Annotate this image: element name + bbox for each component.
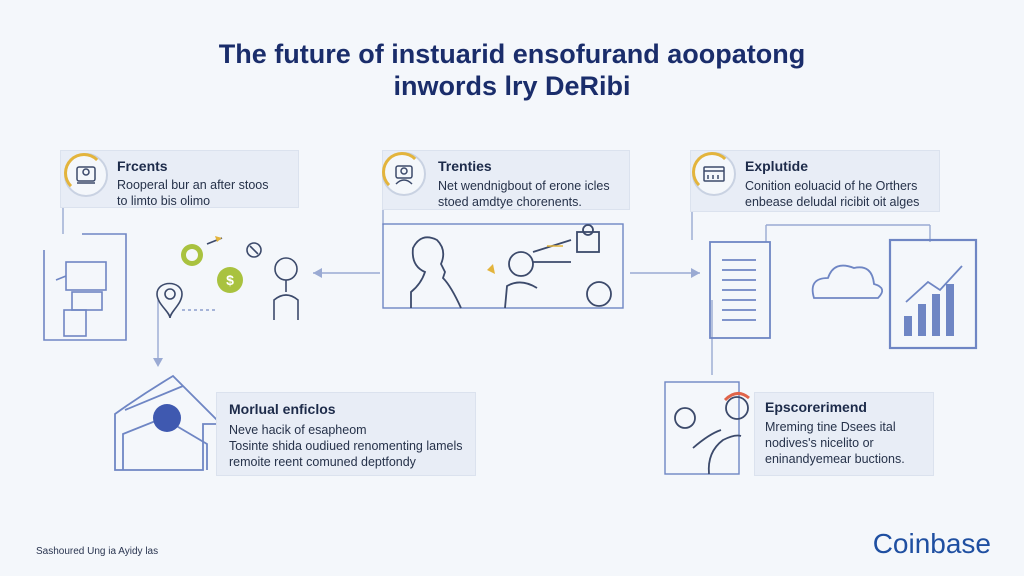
- card-explutide-body-line: enbease deludal ricibit oit alges: [745, 195, 920, 209]
- card-epscorerimend-heading: Epscorerimend: [765, 399, 867, 415]
- person-avatar-icon: [274, 257, 298, 281]
- card-epscorerimend: Epscorerimend Mreming tine Dsees ital no…: [754, 392, 934, 476]
- card-morlual: Morlual enficlos Neve hacik of esapheom …: [216, 392, 476, 476]
- brand-logo: Coinbase: [872, 528, 991, 559]
- cloud-icon: [811, 264, 884, 299]
- card-trenties-body-line: stoed amdtye chorenents.: [438, 195, 582, 209]
- card-explutide-heading: Explutide: [745, 158, 809, 174]
- house-icon: [114, 374, 224, 471]
- bar-chart-icon: [888, 238, 978, 350]
- card-frcents-heading: Frcents: [117, 158, 168, 174]
- svg-text:$: $: [226, 272, 234, 288]
- footer-caption: Sashoured Ung ia Ayidy las: [36, 546, 159, 557]
- card-trenties-heading: Trenties: [438, 158, 492, 174]
- card-frcents-body-line: Rooperal bur an after stoos: [117, 178, 269, 192]
- card-trenties-body: Net wendnigbout of erone icles stoed amd…: [438, 178, 610, 210]
- person-desk-icon: [64, 153, 108, 197]
- card-epscorerimend-body: Mreming tine Dsees ital nodives's niceli…: [765, 419, 905, 467]
- card-epscorerimend-body-line: nodives's nicelito or: [765, 436, 874, 450]
- card-morlual-body-line: Tosinte shida oudiued renomenting lamels: [229, 439, 463, 453]
- card-morlual-heading: Morlual enficlos: [229, 401, 336, 417]
- card-morlual-body-line: Neve hacik of esapheom: [229, 423, 367, 437]
- card-explutide: Explutide Conition eoluacid of he Orther…: [690, 150, 940, 212]
- card-frcents-body-line: to limto bis olimo: [117, 194, 211, 208]
- right-illustration: [709, 238, 978, 350]
- middle-illustration: [382, 223, 624, 309]
- browser-window-icon: [692, 152, 736, 196]
- person-hand-icon: [664, 381, 750, 475]
- card-epscorerimend-body-line: Mreming tine Dsees ital: [765, 420, 896, 434]
- person-profile-icon: [382, 152, 426, 196]
- location-pin-icon: [156, 282, 183, 319]
- card-morlual-body-line: remoite reent comuned deptfondy: [229, 455, 416, 469]
- left-illustration: $: [43, 233, 299, 341]
- title-line-2: inwords lry DeRibi: [393, 71, 631, 101]
- document-list-icon: [709, 241, 771, 339]
- dollar-coin-icon: [217, 267, 243, 293]
- card-frcents-body: Rooperal bur an after stoos to limto bis…: [117, 177, 268, 209]
- page-title: The future of instuarid ensofurand aoopa…: [0, 38, 1024, 102]
- title-line-1: The future of instuarid ensofurand aoopa…: [218, 39, 806, 69]
- card-explutide-body-line: Conition eoluacid of he Orthers: [745, 179, 918, 193]
- card-frcents: Frcents Rooperal bur an after stoos to l…: [60, 150, 299, 208]
- card-epscorerimend-body-line: eninandyemear buctions.: [765, 452, 905, 466]
- card-trenties-body-line: Net wendnigbout of erone icles: [438, 179, 610, 193]
- card-morlual-body: Neve hacik of esapheom Tosinte shida oud…: [229, 422, 462, 470]
- card-explutide-body: Conition eoluacid of he Orthers enbease …: [745, 178, 919, 210]
